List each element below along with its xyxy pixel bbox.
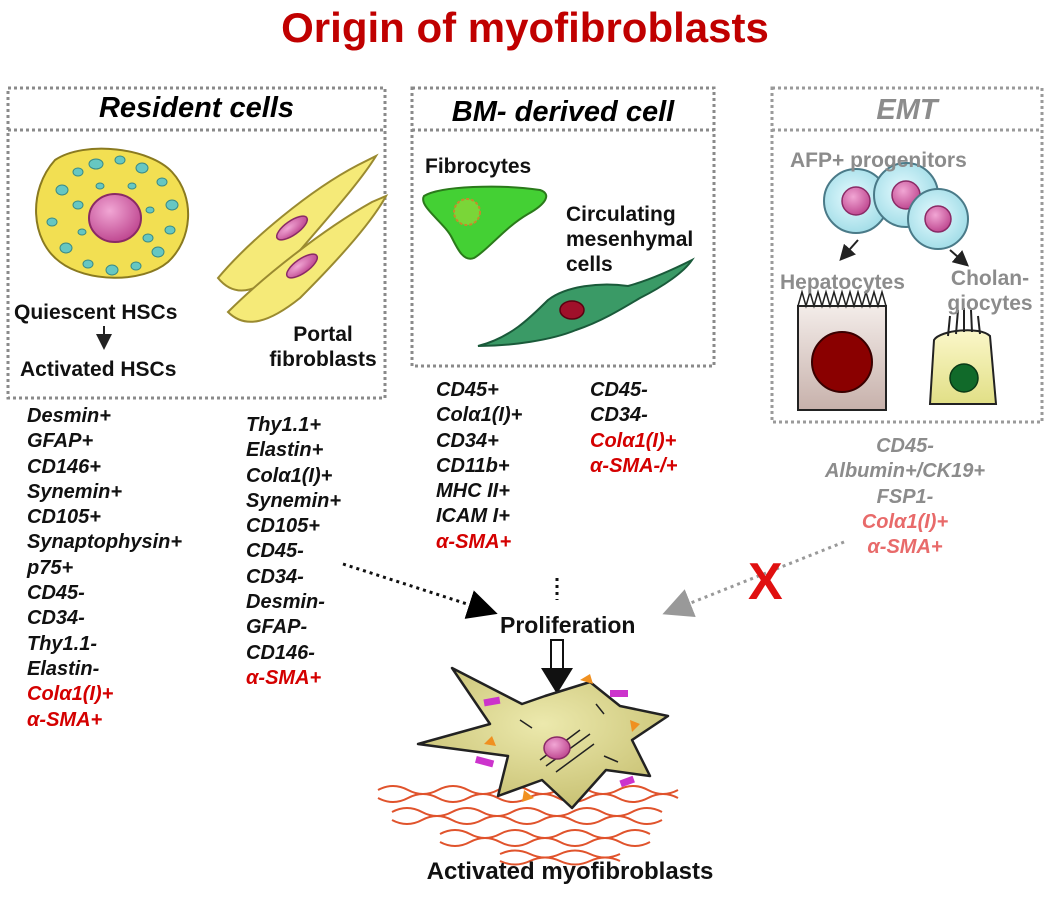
marker-item: CD105+ <box>27 506 101 529</box>
bm-derived-header: BM- derived cell <box>451 96 675 128</box>
resident-cells-header: Resident cells <box>98 92 295 124</box>
marker-item: Colα1(I)+ <box>436 404 523 427</box>
fibrocyte-illustration <box>422 185 548 260</box>
chol-label-line2: giocytes <box>947 292 1033 316</box>
myofibroblast-illustration <box>416 666 670 810</box>
collagen-fibers <box>377 785 679 866</box>
emt-panel <box>770 86 1044 424</box>
proliferation-label: Proliferation <box>500 612 636 638</box>
emt-marker-list: CD45- Albumin+/CK19+FSP1-Colα1(I)+ α-SMA+ <box>795 434 1015 560</box>
to-hepatocytes-arrow <box>839 239 859 261</box>
emt-header: EMT <box>876 94 938 126</box>
marker-item: CD146- <box>246 641 315 664</box>
marker-item: Elastin+ <box>246 439 324 462</box>
marker-item: p75+ <box>27 556 74 579</box>
marker-item: Thy1.1+ <box>246 414 322 436</box>
emt-blocked-mark: X <box>748 553 783 611</box>
marker-item: α-SMA+ <box>867 536 943 559</box>
cholangiocyte-illustration <box>928 308 998 405</box>
marker-item: CD45- <box>27 582 85 605</box>
marker-item: CD45+ <box>436 379 499 401</box>
portal-label-line1: Portal <box>293 323 353 346</box>
marker-item: CD45- <box>876 435 934 457</box>
marker-item: Desmin+ <box>27 405 111 427</box>
marker-item: ICAM I+ <box>436 505 510 528</box>
marker-item: α-SMA-/+ <box>590 454 678 477</box>
bm-panel <box>410 86 716 368</box>
hepatocyte-illustration <box>797 289 887 411</box>
to-cholangiocytes-arrow <box>949 249 970 267</box>
quiescent-hscs-label: Quiescent HSCs <box>14 301 178 324</box>
activated-hscs-label: Activated HSCs <box>20 358 177 381</box>
marker-item: Colα1(I)+ <box>27 683 114 706</box>
mesenchymal-cell-illustration <box>477 257 695 347</box>
marker-item: Colα1(I)+ <box>861 510 949 533</box>
marker-item: α-SMA+ <box>436 530 512 553</box>
marker-item: Albumin+/CK19+ <box>824 460 986 483</box>
portal-fibroblasts-label: Portal fibroblasts <box>248 322 398 372</box>
marker-item: CD34- <box>590 404 648 427</box>
marker-item: CD45- <box>246 540 304 563</box>
marker-item: Colα1(I)+ <box>590 429 677 452</box>
marker-item: Thy1.1- <box>27 632 98 655</box>
marker-item: Synemin+ <box>27 480 123 503</box>
circulating-mesenchymal-label: Circulating mesenhymal cells <box>566 202 693 278</box>
hepatocytes-label: Hepatocytes <box>780 271 905 294</box>
marker-item: GFAP+ <box>27 430 94 453</box>
marker-item: FSP1- <box>876 485 934 508</box>
circ-label-line2: mesenhymal <box>566 228 694 252</box>
resident-panel <box>6 86 387 400</box>
fibrocytes-label: Fibrocytes <box>425 155 532 178</box>
portal-marker-list: Thy1.1+Elastin+Colα1(I)+Synemin+CD105+CD… <box>246 413 341 691</box>
marker-item: CD34+ <box>436 429 499 452</box>
marker-item: CD11b+ <box>436 454 510 477</box>
quiescent-hsc-illustration <box>35 147 190 279</box>
portal-fibroblast-illustration <box>216 153 389 323</box>
marker-item: CD105+ <box>246 515 320 538</box>
circulating-marker-list: CD45- CD34-Colα1(I)+α-SMA-/+ <box>590 378 677 479</box>
marker-item: CD146+ <box>27 455 101 478</box>
portal-label-line2: fibroblasts <box>269 348 377 372</box>
afp-progenitors-illustration <box>823 162 969 250</box>
figure-title: Origin of myofibroblasts <box>281 4 769 51</box>
activated-myofibroblasts-label: Activated myofibroblasts <box>426 858 714 885</box>
proliferation-arrow <box>541 639 573 694</box>
circ-label-line3: cells <box>566 253 613 277</box>
marker-item: CD34- <box>27 607 85 630</box>
portal-to-proliferation-arrow <box>342 562 498 619</box>
circ-label-line1: Circulating <box>566 203 676 226</box>
marker-item: α-SMA+ <box>27 708 103 731</box>
afp-progenitors-label: AFP+ progenitors <box>790 149 967 172</box>
marker-item: CD45- <box>590 379 648 401</box>
hsc-marker-list: Desmin+ GFAP+CD146+Synemin+ CD105+Synaptop… <box>27 404 182 733</box>
cholangiocytes-label: Cholan- giocytes <box>938 266 1042 316</box>
marker-item: Desmin- <box>246 591 325 614</box>
chol-label-line1: Cholan- <box>950 267 1030 290</box>
marker-item: Synemin+ <box>246 489 342 512</box>
marker-item: Elastin- <box>27 657 100 680</box>
marker-item: GFAP- <box>246 616 308 639</box>
fibrocyte-marker-list: CD45+ Colα1(I)+CD34+CD11b+ MHC II+ICAM I+α… <box>436 378 522 555</box>
marker-item: Synaptophysin+ <box>27 531 183 554</box>
marker-item: MHC II+ <box>436 480 510 503</box>
marker-item: CD34- <box>246 565 304 588</box>
marker-item: α-SMA+ <box>246 666 322 689</box>
marker-item: Colα1(I)+ <box>246 464 333 487</box>
